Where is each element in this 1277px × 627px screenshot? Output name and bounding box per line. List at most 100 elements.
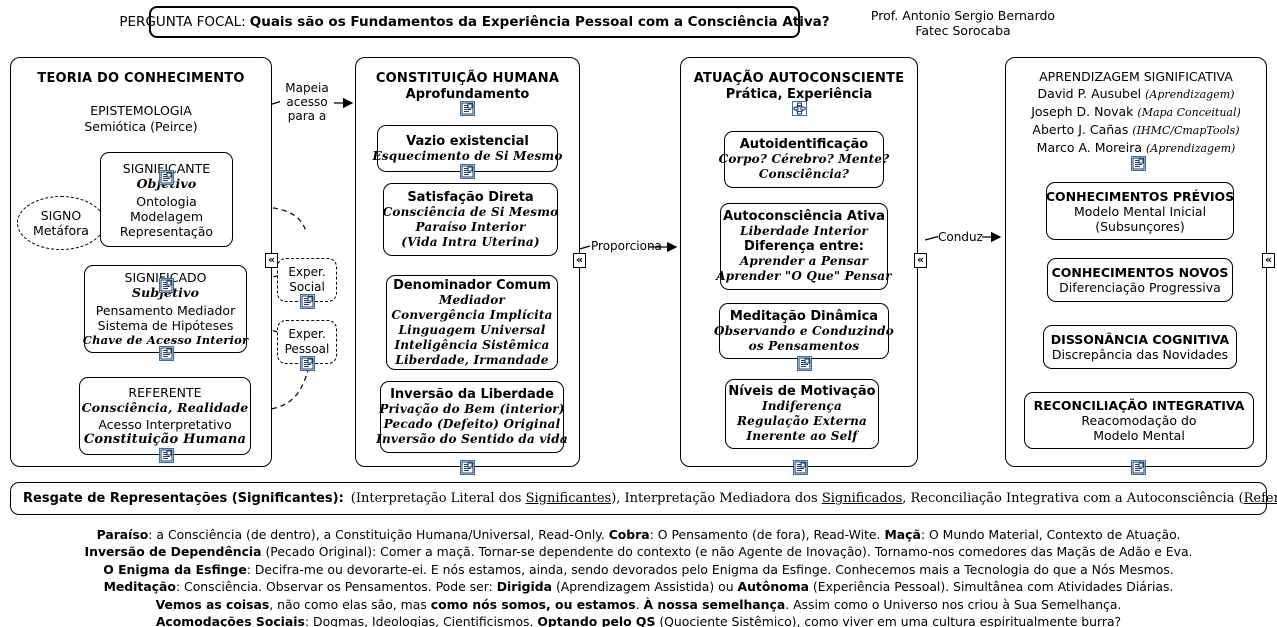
node-autoconsciencia-ativa[interactable]: Autoconsciência Ativa Liberdade Interior… xyxy=(716,203,892,290)
legend-note-emphasis: Optando pelo QS xyxy=(537,614,656,627)
panel1-title: TEORIA DO CONHECIMENTO xyxy=(37,71,245,86)
document-resource-icon[interactable] xyxy=(300,294,315,309)
panel4-author-3-tag: (Aprendizagem) xyxy=(1146,142,1236,155)
legend-note-emphasis: Vemos as coisas xyxy=(155,596,270,612)
node-denominador-comum[interactable]: Denominador Comum Mediador Convergência … xyxy=(386,275,558,370)
document-resource-icon[interactable] xyxy=(300,356,315,371)
node-dissonancia-line2: Discrepância das Novidades xyxy=(1051,347,1229,362)
node-denominador-line2: Mediador xyxy=(439,292,505,307)
node-reconciliacao-line2: Reacomodação do xyxy=(1081,413,1197,428)
resgate-p3: , Reconciliação Integrativa com a Autoco… xyxy=(902,491,1244,506)
resgate-head: Resgate de Representações (Significantes… xyxy=(23,491,344,506)
node-referente-line2: Consciência, Realidade xyxy=(81,400,249,415)
collapse-marker-icon[interactable]: « xyxy=(573,253,586,268)
resgate-p2: ), Interpretação Mediadora dos xyxy=(611,491,822,506)
node-reconciliacao-integrativa[interactable]: RECONCILIAÇÃO INTEGRATIVA Reacomodação d… xyxy=(1024,392,1254,449)
document-resource-icon[interactable] xyxy=(460,101,475,116)
node-significado-line3: Pensamento Mediador xyxy=(95,303,236,318)
collapse-marker-icon[interactable]: « xyxy=(914,253,927,268)
legend-note-emphasis: Dirigida xyxy=(496,579,552,595)
node-meditacao-line3: os Pensamentos xyxy=(748,338,860,353)
node-satisfacao-line1: Satisfação Direta xyxy=(407,189,534,205)
legend-note-line: O Enigma da Esfinge: Decifra-me ou devor… xyxy=(10,561,1267,578)
node-inversao-da-liberdade[interactable]: Inversão da Liberdade Privação do Bem (i… xyxy=(376,381,568,453)
document-resource-icon[interactable] xyxy=(1131,156,1146,171)
node-conhecimentos-novos[interactable]: CONHECIMENTOS NOVOS Diferenciação Progre… xyxy=(1047,258,1233,302)
document-resource-icon[interactable] xyxy=(159,170,174,185)
node-niveis-de-motivacao[interactable]: Níveis de Motivação Indiferença Regulaçã… xyxy=(725,379,879,449)
legend-note-emphasis: Autônoma xyxy=(737,579,809,595)
document-resource-icon[interactable] xyxy=(797,356,812,371)
document-resource-icon[interactable] xyxy=(1131,460,1146,475)
panel4-author-1-name: Joseph D. Novak xyxy=(1031,104,1134,119)
panel4-author-2: Aberto J. Cañas (IHMC/CmapTools) xyxy=(1006,121,1266,139)
panel4-author-1-tag: (Mapa Conceitual) xyxy=(1137,106,1241,119)
node-conhecimentos-previos[interactable]: CONHECIMENTOS PRÉVIOS Modelo Mental Inic… xyxy=(1046,182,1234,240)
legend-note-line: Acomodações Sociais: Dogmas, Ideologias,… xyxy=(10,613,1267,627)
collapse-marker-icon[interactable]: « xyxy=(265,253,278,268)
panel2-title: CONSTITUIÇÃO HUMANA xyxy=(375,71,560,86)
link-proporciona-l1: Proporciona xyxy=(591,239,662,253)
link-label-conduz: Conduz xyxy=(938,230,983,244)
legend-note-line: Inversão de Dependência (Pecado Original… xyxy=(10,543,1267,560)
legend-note-emphasis: Meditação xyxy=(103,579,176,595)
focal-question-text: Quais são os Fundamentos da Experiência … xyxy=(249,14,830,30)
node-meditacao-line1: Meditação Dinâmica xyxy=(729,308,879,324)
panel1-subtitle-1: EPISTEMOLOGIA xyxy=(90,103,192,118)
node-inversao-line2: Privação do Bem (interior) xyxy=(379,402,565,416)
node-inversao-line1: Inversão da Liberdade xyxy=(390,387,554,402)
node-referente[interactable]: REFERENTE Consciência, Realidade Acesso … xyxy=(79,377,251,455)
panel4-author-2-tag: (IHMC/CmapTools) xyxy=(1132,124,1240,137)
node-inversao-line4: Inversão do Sentido da vida xyxy=(376,432,568,446)
node-autoconsciencia-line4: Aprender a Pensar xyxy=(739,254,869,268)
node-dissonancia-cognitiva[interactable]: DISSONÂNCIA COGNITIVA Discrepância das N… xyxy=(1043,325,1237,369)
node-denominador-line3: Convergência Implícita xyxy=(391,307,553,322)
document-resource-icon[interactable] xyxy=(159,278,174,293)
legend-note-text: . xyxy=(635,596,644,612)
node-autoidentificacao-line2: Corpo? Cérebro? Mente? xyxy=(718,152,890,166)
document-resource-icon[interactable] xyxy=(793,460,808,475)
author-credit: Prof. Antonio Sergio Bernardo Fatec Soro… xyxy=(838,8,1088,38)
node-significante-line4: Modelagem xyxy=(130,208,203,224)
link-mapeia-l1: Mapeia xyxy=(285,81,329,95)
node-significante[interactable]: SIGNIFICANTE Objetivo Ontologia Modelage… xyxy=(100,152,233,247)
node-autoidentificacao[interactable]: Autoidentificação Corpo? Cérebro? Mente?… xyxy=(719,131,889,188)
node-reconciliacao-line3: Modelo Mental xyxy=(1093,428,1185,443)
node-vazio-line2: Esquecimento de Si Mesmo xyxy=(372,148,563,163)
legend-note-text: : O Pensamento (de fora), Read-Wite. xyxy=(649,527,885,542)
legend-note-emphasis: Cobra xyxy=(608,527,650,542)
panel3-title: ATUAÇÃO AUTOCONSCIENTE xyxy=(693,71,905,86)
node-satisfacao-line3: Paraíso Interior xyxy=(415,219,526,234)
node-denominador-line4: Linguagem Universal xyxy=(398,322,546,337)
node-autoidentificacao-line3: Consciência? xyxy=(758,167,850,181)
node-satisfacao-line4: (Vida Intra Uterina) xyxy=(401,234,540,249)
collapse-marker-icon[interactable]: « xyxy=(1262,253,1275,268)
node-dissonancia-line1: DISSONÂNCIA COGNITIVA xyxy=(1050,332,1230,347)
document-resource-icon[interactable] xyxy=(159,448,174,463)
node-significante-line3: Ontologia xyxy=(136,193,197,209)
legend-note-emphasis: O Enigma da Esfinge xyxy=(103,561,247,577)
document-resource-icon[interactable] xyxy=(460,460,475,475)
node-significado-line5: Chave de Acesso Interior xyxy=(82,333,249,347)
link-label-proporciona: Proporciona xyxy=(591,239,662,253)
legend-note-text: (Quociente Sistêmico), como viver em uma… xyxy=(655,614,1122,627)
link-label-mapeia-acesso: Mapeia acesso para a xyxy=(280,81,334,123)
node-meditacao-dinamica[interactable]: Meditação Dinâmica Observando e Conduzin… xyxy=(714,303,894,359)
node-exper-pessoal-line1: Exper. xyxy=(288,327,326,341)
document-resource-icon[interactable] xyxy=(159,346,174,361)
node-signo[interactable]: SIGNO Metáfora xyxy=(17,196,105,250)
node-satisfacao-direta[interactable]: Satisfação Direta Consciência de Si Mesm… xyxy=(383,183,558,256)
author-name: Prof. Antonio Sergio Bernardo xyxy=(870,8,1056,23)
link-conduz-l1: Conduz xyxy=(938,230,983,244)
panel4-title: APRENDIZAGEM SIGNIFICATIVA xyxy=(1039,69,1233,84)
node-signo-line2: Metáfora xyxy=(33,223,89,238)
concept-map-resource-icon[interactable] xyxy=(792,101,807,116)
node-significante-line5: Representação xyxy=(119,223,214,239)
panel2-subtitle: Aprofundamento xyxy=(405,87,530,102)
document-resource-icon[interactable] xyxy=(460,164,475,179)
panel4-author-0: David P. Ausubel (Aprendizagem) xyxy=(1006,85,1266,103)
legend-note-emphasis: Acomodações Sociais xyxy=(155,614,305,627)
legend-note-emphasis: Maçã xyxy=(884,527,921,542)
panel4-author-0-tag: (Aprendizagem) xyxy=(1145,88,1235,101)
node-niveis-line2: Indiferença xyxy=(761,399,843,413)
